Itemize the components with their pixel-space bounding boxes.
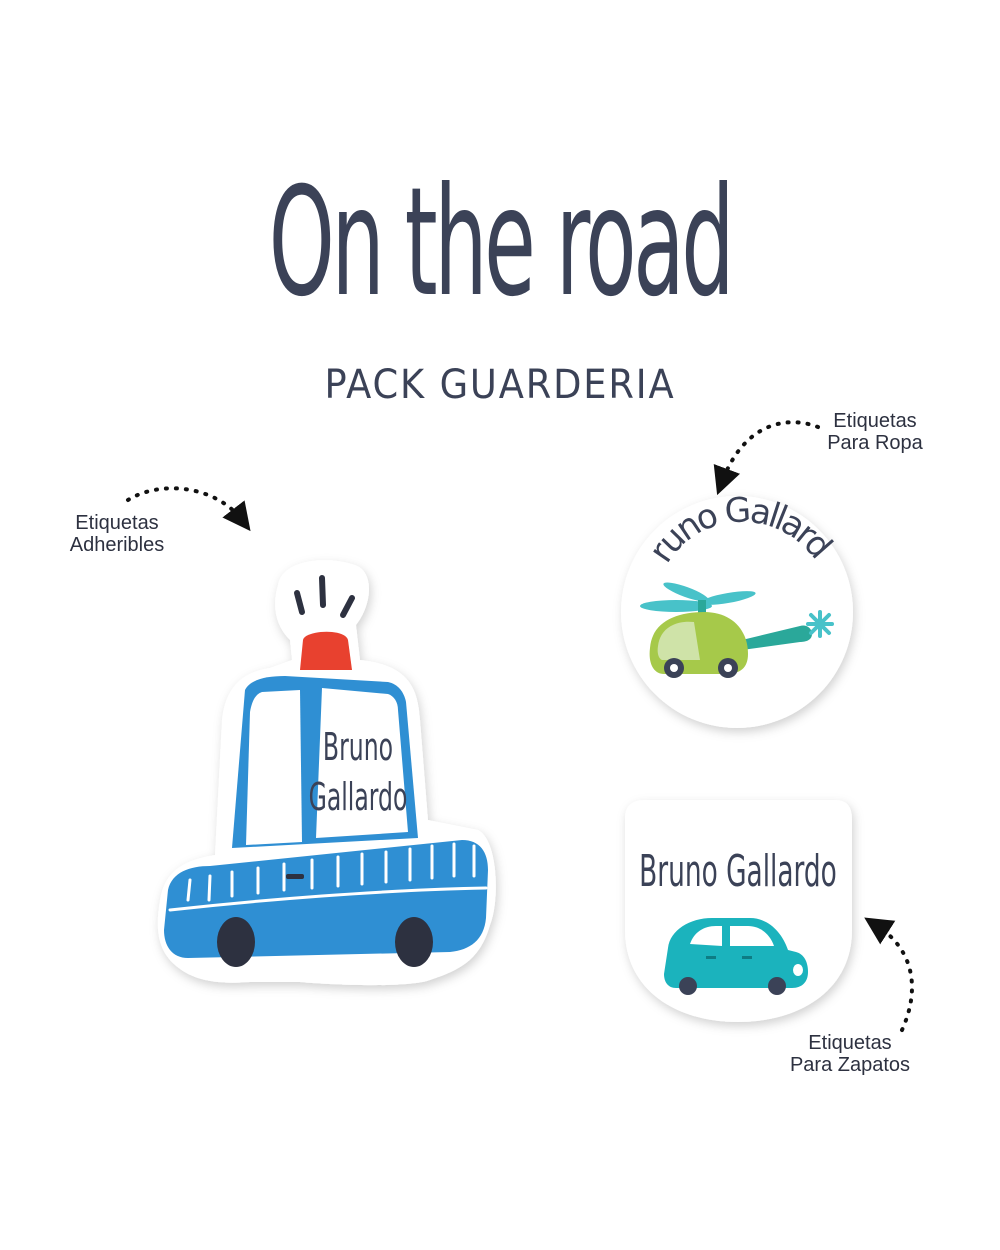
shoes-sticker (625, 800, 852, 1022)
callout-adheribles-line1: Etiquetas (75, 512, 159, 534)
callout-zapatos: Etiquetas Para Zapatos (770, 1032, 930, 1076)
shoes-name: Bruno Gallardo (639, 845, 837, 897)
car-icon (664, 918, 808, 995)
helicopter-icon (640, 582, 834, 678)
callout-adheribles-line2: Adheribles (69, 534, 165, 556)
callout-zapatos-line2: Para Zapatos (789, 1054, 911, 1076)
police-car-icon (164, 575, 488, 967)
arrow-adheribles (126, 486, 251, 532)
callout-ropa-line2: Para Ropa (827, 432, 923, 454)
page-subtitle: PACK GUARDERIA (324, 362, 676, 408)
arrow-zapatos (864, 917, 914, 1032)
callout-adheribles: Etiquetas Adheribles (56, 512, 178, 556)
callout-ropa-line1: Etiquetas (833, 410, 917, 432)
callout-ropa: Etiquetas Para Ropa (812, 410, 938, 454)
page-title: On the road (268, 156, 735, 330)
police-name-line1: Bruno (323, 726, 393, 769)
police-name-line2: Gallardo (309, 776, 408, 819)
callout-zapatos-line1: Etiquetas (808, 1032, 892, 1054)
arrow-ropa (713, 420, 820, 496)
